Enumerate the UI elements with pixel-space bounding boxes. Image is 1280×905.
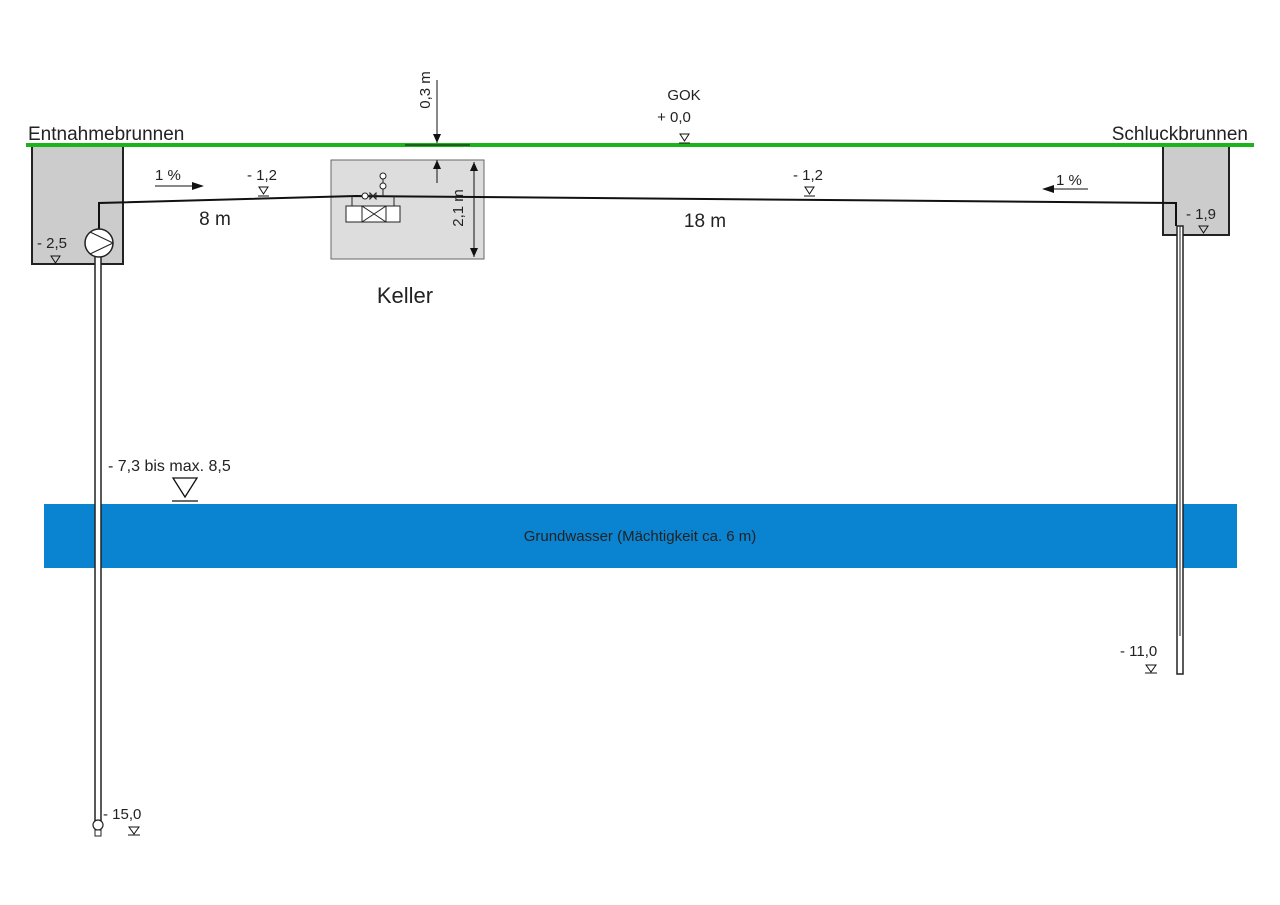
right-shaft-level: - 1,9 bbox=[1186, 206, 1216, 223]
level-triangle-icon bbox=[804, 186, 815, 197]
level-triangle-icon bbox=[50, 255, 61, 264]
level-triangle-icon bbox=[258, 186, 269, 197]
gok-label: GOK bbox=[667, 87, 700, 104]
height-dimension-arrows bbox=[470, 162, 478, 257]
main-pipe bbox=[98, 194, 1177, 230]
left-shaft-level: - 2,5 bbox=[37, 235, 67, 252]
right-pipe-length: 18 m bbox=[684, 211, 726, 232]
groundwater-layer bbox=[44, 504, 1237, 568]
right-slope-label: 1 % bbox=[1056, 172, 1082, 189]
right-pipe-level: - 1,2 bbox=[793, 167, 823, 184]
right-well-depth: - 11,0 bbox=[1120, 643, 1157, 660]
left-pipe-length: 8 m bbox=[199, 209, 231, 230]
level-triangle-icon bbox=[171, 477, 199, 502]
water-table-label: - 7,3 bis max. 8,5 bbox=[108, 458, 231, 475]
level-triangle-icon bbox=[128, 826, 140, 836]
cellar-label: Keller bbox=[377, 283, 433, 308]
heat-exchanger-icon bbox=[345, 172, 401, 223]
right-well-label: Schluckbrunnen bbox=[1112, 124, 1248, 145]
left-slope-label: 1 % bbox=[155, 167, 181, 184]
depth-dimension-arrows bbox=[405, 80, 470, 183]
level-triangle-icon bbox=[1145, 664, 1157, 674]
level-triangle-icon bbox=[1198, 225, 1209, 234]
left-well-casing bbox=[94, 251, 102, 825]
gok-level-label: + 0,0 bbox=[657, 109, 691, 126]
left-slope-arrow bbox=[155, 182, 204, 190]
left-well-label: Entnahmebrunnen bbox=[28, 124, 184, 145]
left-pipe-level: - 1,2 bbox=[247, 167, 277, 184]
cellar-depth-dimension: 0,3 m bbox=[417, 71, 434, 109]
pump-icon bbox=[84, 228, 114, 258]
right-slope-arrow bbox=[1042, 185, 1088, 193]
cellar-height-dimension: 2,1 m bbox=[450, 189, 467, 227]
submersible-pump-icon bbox=[92, 819, 104, 837]
level-triangle-icon bbox=[679, 133, 690, 144]
left-well-depth: - 15,0 bbox=[103, 806, 141, 823]
groundwater-label: Grundwasser (Mächtigkeit ca. 6 m) bbox=[524, 528, 757, 545]
